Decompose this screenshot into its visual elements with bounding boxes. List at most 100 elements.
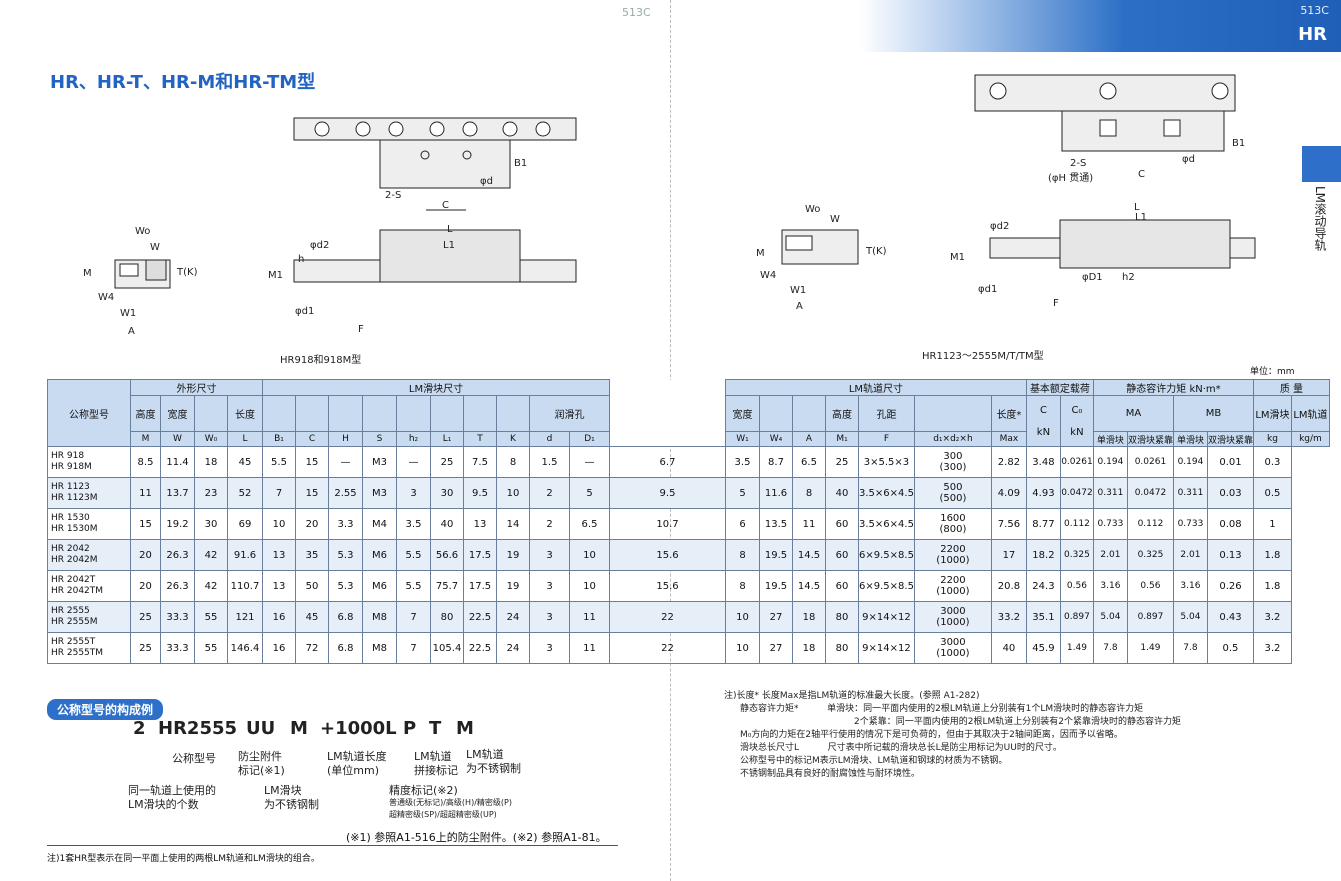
table-cell: 8 [725,570,760,602]
table-cell: 3.16 [1172,570,1208,602]
label-tk: T(K) [176,267,198,278]
table-cell: 0.0472 [1059,477,1094,509]
model-ref: (※1) 参照A1-516上的防尘附件。(※2) 参照A1-81。 [346,831,607,844]
table-cell: 15.6 [609,539,726,571]
table-cell: 2 [529,508,570,540]
table-cell: 0.08 [1206,508,1254,540]
table-cell: 18 [792,601,826,633]
table-cell: 3×5.5×3 [858,446,915,478]
unit-cell: S [362,431,397,447]
table-cell: 3 [396,477,431,509]
table-cell: M6 [362,570,397,602]
table-cell: 0.0261 [1126,446,1174,478]
label-r-c: C [1138,169,1145,180]
table-cell: 1 [1252,508,1292,540]
unit-cell: K [496,431,530,447]
table-cell: 3.5×6×4.5 [858,477,915,509]
table-cell: M8 [362,632,397,664]
table-cell: 24 [496,601,530,633]
table-cell: 72 [295,632,329,664]
spec-table: 公称型号 外形尺寸 LM滑块尺寸 LM轨道尺寸 基本额定载荷 静态容许力矩 kN… [47,379,1330,664]
label-c: C [442,200,449,211]
table-cell: 3.5×6×4.5 [858,508,915,540]
table-cell: 7 [262,477,296,509]
table-cell: 11.4 [160,446,195,478]
table-cell: 1.8 [1252,539,1292,571]
table-cell: 35.1 [1025,601,1061,633]
col-width: 宽度 [160,395,195,432]
table-cell: 6×9.5×8.5 [858,570,915,602]
table-cell: 10 [725,632,760,664]
unit-cell: d [529,431,570,447]
table-cell: 30 [194,508,228,540]
label-r-w: W [830,214,840,225]
table-cell: 1.8 [1252,570,1292,602]
table-cell: 3.16 [1092,570,1128,602]
table-cell: 15 [295,446,329,478]
table-cell: 11 [569,632,610,664]
table-cell: 25 [130,601,161,633]
table-cell: 0.733 [1172,508,1208,540]
table-cell: 0.325 [1126,539,1174,571]
table-cell: 80 [825,632,859,664]
label-phid1: φd1 [295,306,314,317]
note-6: 公称型号中的标记M表示LM滑块、LM轨道和钢球的材质为不锈钢。 [740,756,1008,766]
note-3: 2个紧靠：同一平面内使用的2根LM轨道上分别装有2个紧靠滑块时的静态容许力矩 [854,717,1181,727]
table-cell: 2.01 [1172,539,1208,571]
table-cell: 105.4 [430,632,464,664]
table-cell: 7.8 [1092,632,1128,664]
table-cell: 10 [725,601,760,633]
table-cell: 11 [569,601,610,633]
table-cell: 1.5 [529,446,570,478]
table-cell: 1.49 [1126,632,1174,664]
table-cell: 11 [792,508,826,540]
table-cell: 6×9.5×8.5 [858,539,915,571]
table-cell: 33.3 [160,601,195,633]
table-cell: 3.3 [328,508,363,540]
unit-cell: M [130,431,161,447]
table-cell: 80 [430,601,464,633]
table-cell: 33.2 [990,601,1027,633]
table-cell: 0.3 [1252,446,1292,478]
table-cell: 52 [227,477,263,509]
label-r-w4: W4 [760,270,776,281]
label-w: W [150,242,160,253]
table-cell: 5 [725,477,760,509]
unit-cell: 双滑块紧靠 [1206,431,1254,447]
label-l1: L1 [443,240,455,251]
col-lube: 润滑孔 [529,395,610,432]
table-cell: 45 [295,601,329,633]
label-r-phiD1: φD1 [1082,272,1103,283]
table-cell: — [328,446,363,478]
label-m: M [83,268,92,279]
table-cell: 25 [825,446,859,478]
series-header: 513C HR [860,0,1341,52]
label-seal: 防尘附件 标记(※1) [238,750,285,777]
table-cell: 50 [295,570,329,602]
table-cell: 17.5 [463,539,497,571]
table-gap [609,379,726,447]
label-f: F [358,324,364,335]
table-cell: 0.311 [1172,477,1208,509]
table-cell: 19.2 [160,508,195,540]
table-cell: 8 [725,539,760,571]
drawing-hr1123: B1 2-S (φH 贯通) φd C Wo W M T(K) W4 W1 A … [756,74,1256,312]
label-l: L [447,224,453,235]
group-static: 静态容许力矩 kN·m* [1092,379,1254,396]
label-r-b1: B1 [1232,138,1245,149]
label-accuracy-grades: 普通级(无标记)/高级(H)/精密级(P) 超精密级(SP)/超超精密级(UP) [389,798,512,819]
unit-cell: A [792,431,826,447]
table-cell: 20.8 [990,570,1027,602]
table-cell: 4.93 [1025,477,1061,509]
label-r-f: F [1053,298,1059,309]
table-cell: 13 [262,570,296,602]
note-4: M₀方向的力矩在2轴平行使用的情况下是可负荷的，但由于其取决于2轴间距离，因而予… [740,730,1123,740]
table-cell: 19 [496,570,530,602]
table-cell: 42 [194,570,228,602]
label-accuracy: 精度标记(※2) [389,784,458,797]
footnote: 注)1套HR型表示在同一平面上使用的两根LM轨道和LM滑块的组合。 [47,854,320,864]
label-phid2: φd2 [310,240,329,251]
footnote-rule [47,845,618,846]
caption-right: HR1123～2555M/T/TM型 [922,351,1044,362]
